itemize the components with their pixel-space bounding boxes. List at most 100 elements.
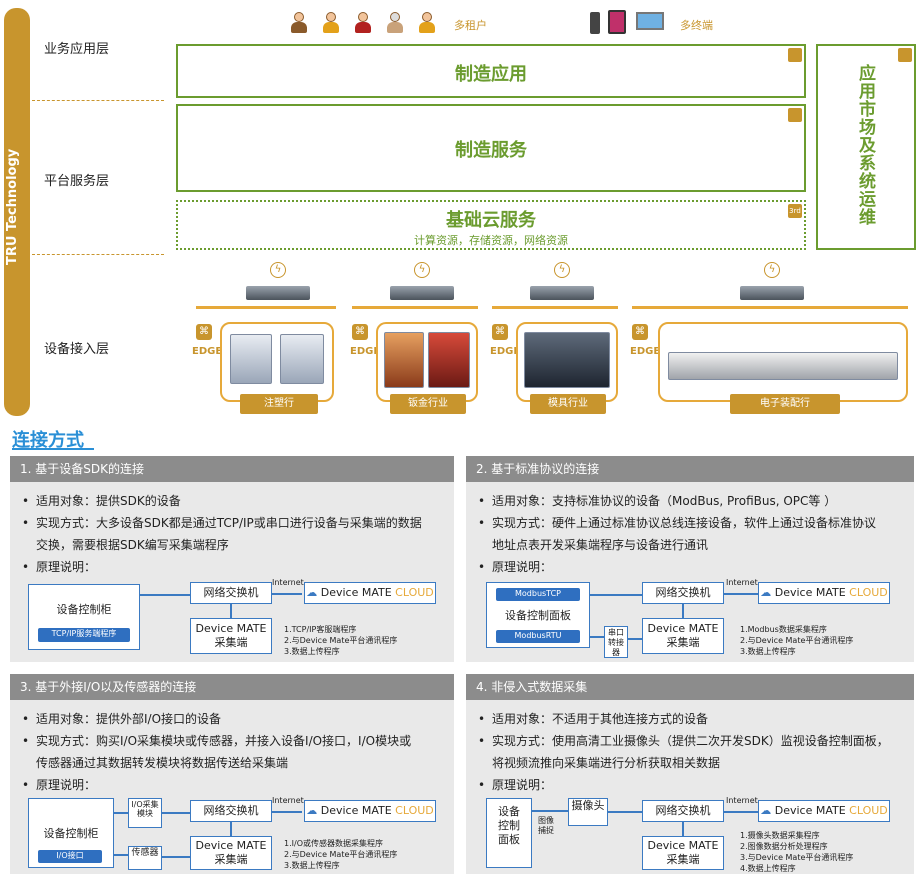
bullet: •原理说明： [478, 778, 553, 792]
connector-line [628, 638, 642, 640]
device-mate-cloud-box: ☁ Device MATE CLOUD [758, 800, 890, 822]
machine-image [384, 332, 424, 388]
bullet: •适用对象：不适用于其他连接方式的设备 [478, 712, 709, 726]
connector-line [682, 604, 684, 618]
bullet: •原理说明： [22, 560, 97, 574]
network-switch-box: 网络交换机 [190, 800, 272, 822]
connector-line [230, 604, 232, 618]
sensor-box: 传感器 [128, 846, 162, 870]
bullet: •适用对象：支持标准协议的设备（ModBus, ProfiBus, OPC等 ） [478, 494, 837, 508]
connector-line [162, 812, 190, 814]
connector-line [590, 636, 604, 638]
industry-label: 电子装配行 [730, 394, 840, 414]
panel-header: 2. 基于标准协议的连接 [466, 456, 914, 482]
bullet-continued: 交换，需要根据SDK编写采集端程序 [36, 538, 229, 552]
bullet: •实现方式：使用高清工业摄像头（提供二次开发SDK）监视设备控制面板， [478, 734, 889, 748]
network-switch-box: 网络交换机 [642, 582, 724, 604]
connector-line [230, 822, 232, 836]
panel-non-intrusive: 4. 非侵入式数据采集 •适用对象：不适用于其他连接方式的设备 •实现方式：使用… [466, 674, 914, 874]
edge-label: EDGE [350, 346, 381, 357]
edge-icon: ⌘ [352, 324, 368, 340]
panel-standard-protocol: 2. 基于标准协议的连接 •适用对象：支持标准协议的设备（ModBus, Pro… [466, 456, 914, 662]
layer-platform-label: 平台服务层 [44, 174, 110, 189]
industry-label: 钣金行业 [390, 394, 466, 414]
cloud-icon: ☁ [306, 586, 318, 599]
user-icon [418, 12, 436, 34]
user-icon [322, 12, 340, 34]
connector-line [272, 811, 302, 813]
user-icon [290, 12, 308, 34]
network-switch-icon [390, 286, 454, 300]
connector-line [532, 810, 568, 812]
tcpip-chip: TCP/IP服务端程序 [38, 628, 130, 642]
network-switch-box: 网络交换机 [190, 582, 272, 604]
bullet: •原理说明： [22, 778, 97, 792]
grid-icon [788, 48, 802, 62]
connector-line [114, 854, 128, 856]
device-mate-cloud-box: ☁ Device MATE CLOUD [304, 800, 436, 822]
modbus-tcp-chip: ModbusTCP [496, 588, 580, 601]
io-port-chip: I/O接口 [38, 850, 102, 863]
device-panel-box: 设备控制面板 [486, 798, 532, 868]
manufacturing-app-box: 制造应用 [176, 44, 806, 98]
power-icon: ϟ [270, 262, 286, 278]
tablet-icon [608, 10, 626, 34]
cloud-icon: ☁ [760, 586, 772, 599]
connector-line [114, 812, 128, 814]
bus-bar [196, 306, 336, 309]
network-switch-box: 网络交换机 [642, 800, 724, 822]
machine-image [668, 352, 898, 380]
layer-divider [32, 100, 164, 101]
power-icon: ϟ [764, 262, 780, 278]
edge-icon: ⌘ [492, 324, 508, 340]
manufacturing-service-box: 制造服务 [176, 104, 806, 192]
cloud-service-box: 3rd 基础云服务 计算资源，存储资源，网络资源 [176, 200, 806, 250]
machine-image [428, 332, 470, 388]
user-icon [354, 12, 372, 34]
image-capture-label: 图像捕捉 [538, 816, 554, 835]
bullet-continued: 将视频流推向采集端进行分析获取相关数据 [492, 756, 721, 770]
bullet: •实现方式：硬件上通过标准协议总线连接设备，软件上通过设备标准协议 [478, 516, 877, 530]
connector-line [140, 594, 190, 596]
connector-line [162, 856, 190, 858]
network-switch-icon [530, 286, 594, 300]
edge-label: EDGE [490, 346, 521, 357]
panel-header: 3. 基于外接I/O以及传感器的连接 [10, 674, 454, 700]
panel-sdk: 1. 基于设备SDK的连接 •适用对象：提供SDK的设备 •实现方式：大多设备S… [10, 456, 454, 662]
edge-icon: ⌘ [196, 324, 212, 340]
edge-label: EDGE [192, 346, 223, 357]
industry-label: 模具行业 [530, 394, 606, 414]
layer-divider [32, 254, 164, 255]
manufacturing-service-title: 制造服务 [455, 140, 527, 161]
machine-image [280, 334, 324, 384]
connector-line [272, 593, 302, 595]
power-icon: ϟ [414, 262, 430, 278]
multi-terminal-label: 多终端 [680, 19, 713, 32]
connector-line [590, 594, 642, 596]
power-icon: ϟ [554, 262, 570, 278]
layer-business-label: 业务应用层 [44, 42, 110, 57]
bus-bar [632, 306, 908, 309]
section-title: 连接方式 [12, 430, 84, 451]
bullet: •实现方式：购买I/O采集模块或传感器，并接入设备I/O接口，I/O模块或 [22, 734, 412, 748]
io-module-box: I/O采集模块 [128, 798, 162, 828]
connector-line [724, 593, 758, 595]
cloud-icon [898, 48, 912, 62]
machine-image [230, 334, 272, 384]
cloud-service-title: 基础云服务 [446, 210, 536, 231]
serial-adapter-box: 串口转接器 [604, 626, 628, 658]
cloud-service-subtitle: 计算资源，存储资源，网络资源 [414, 234, 568, 247]
edge-icon: ⌘ [632, 324, 648, 340]
brand-label: TRU Technology [5, 148, 20, 265]
bullet: •适用对象：提供外部I/O接口的设备 [22, 712, 222, 726]
internet-label: Internet [272, 796, 304, 805]
internet-label: Internet [726, 578, 758, 587]
network-switch-icon [740, 286, 804, 300]
panel-io-sensor: 3. 基于外接I/O以及传感器的连接 •适用对象：提供外部I/O接口的设备 •实… [10, 674, 454, 874]
app-market-box: 应用市场及系统运维 [816, 44, 916, 250]
bullet-continued: 地址点表开发采集端程序与设备进行通讯 [492, 538, 709, 552]
